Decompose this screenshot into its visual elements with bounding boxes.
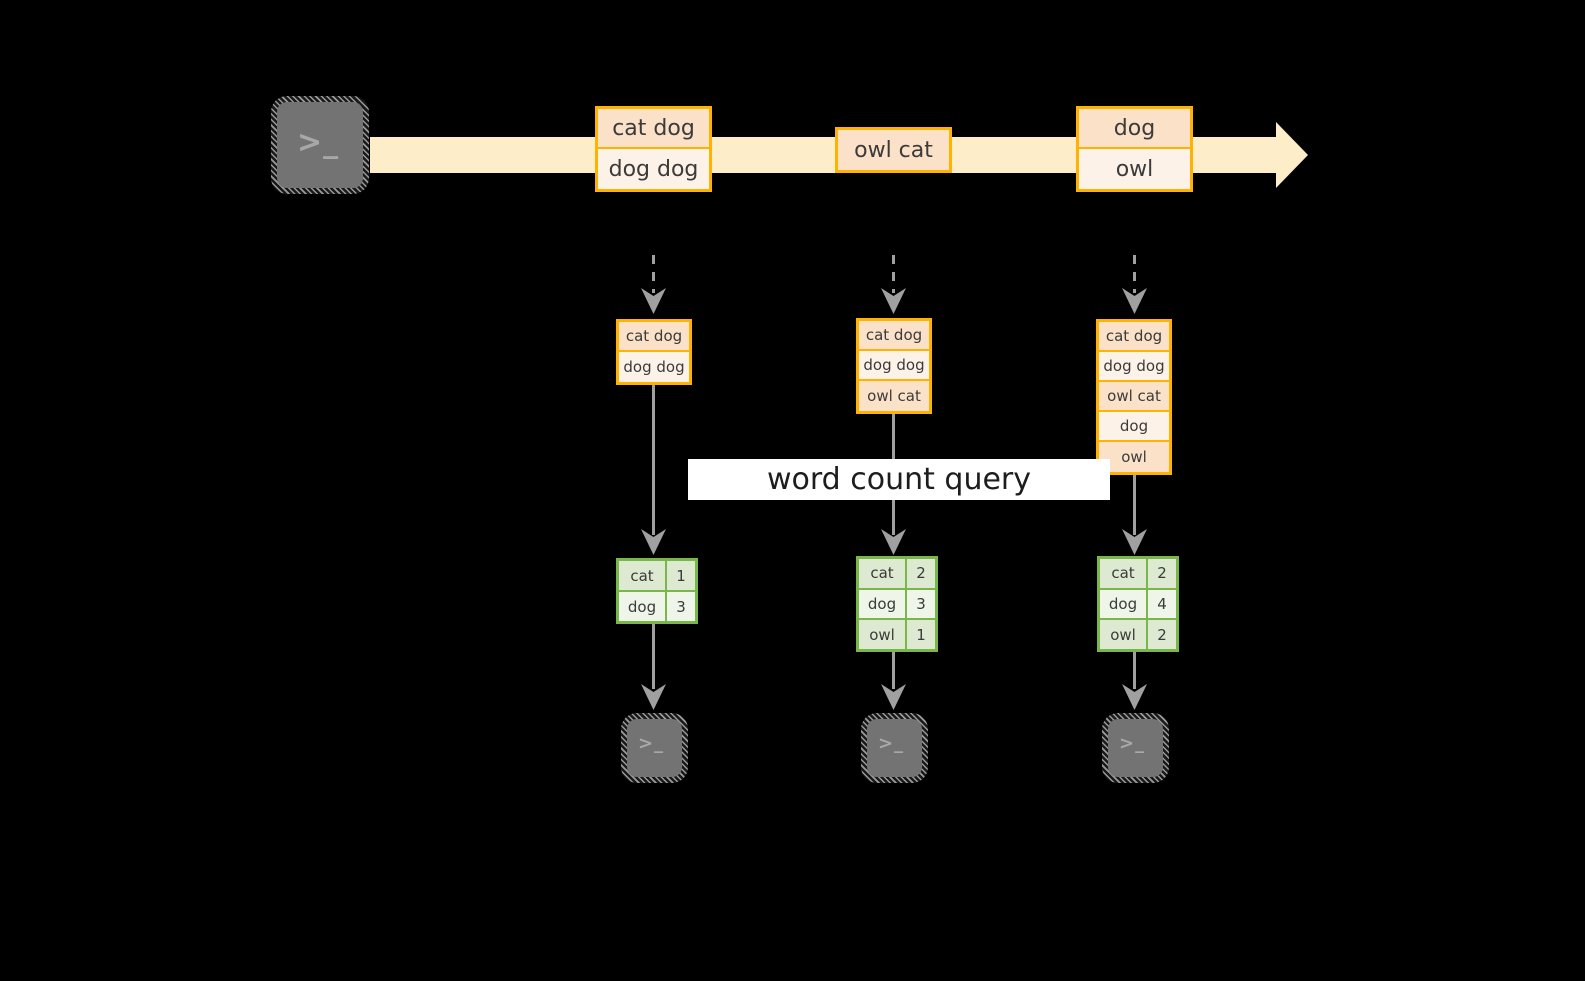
result-row: dog 4	[1100, 589, 1176, 621]
terminal-prompt-icon: >_	[1119, 733, 1146, 754]
result-row: dog 3	[619, 592, 695, 621]
terminal-prompt-icon: >_	[638, 733, 665, 754]
result-word: cat	[859, 559, 907, 588]
result-row: owl 1	[859, 620, 935, 650]
stream-event-row: dog dog	[598, 149, 709, 189]
sink-connector-1	[652, 624, 655, 689]
state-row: cat dog	[859, 321, 929, 351]
stream-event-row: owl cat	[838, 130, 949, 170]
terminal-prompt-icon: >_	[297, 125, 340, 160]
dashed-connector-1	[652, 255, 655, 293]
sink-arrowhead-2	[881, 684, 906, 710]
stream-event-batch-3[interactable]: dog owl	[1076, 106, 1193, 192]
dashed-arrowhead-2	[881, 288, 906, 314]
query-connector-3	[1133, 475, 1136, 535]
dashed-arrowhead-1	[641, 288, 666, 314]
sink-connector-2	[892, 652, 895, 689]
terminal-face	[867, 719, 922, 777]
query-arrowhead-2	[881, 529, 906, 555]
state-snapshot-3[interactable]: cat dog dog dog owl cat dog owl	[1096, 319, 1172, 475]
result-row: cat 2	[1100, 559, 1176, 590]
state-row: owl	[1099, 442, 1169, 472]
result-word: dog	[859, 589, 907, 619]
query-label-band: word count query	[688, 459, 1110, 500]
result-word: cat	[619, 561, 667, 590]
query-arrowhead-1	[641, 529, 666, 555]
state-snapshot-2[interactable]: cat dog dog dog owl cat	[856, 318, 932, 414]
result-row: dog 3	[859, 589, 935, 621]
sink-connector-3	[1133, 652, 1136, 689]
state-row: owl cat	[1099, 382, 1169, 412]
sink-terminal-2[interactable]: >_	[861, 713, 928, 783]
query-connector-1	[652, 385, 655, 535]
result-table-3[interactable]: cat 2 dog 4 owl 2	[1097, 556, 1179, 652]
state-row: dog dog	[1099, 352, 1169, 382]
stream-event-batch-1[interactable]: cat dog dog dog	[595, 106, 712, 192]
sink-arrowhead-1	[641, 684, 666, 710]
result-table-1[interactable]: cat 1 dog 3	[616, 558, 698, 624]
result-row: owl 2	[1100, 620, 1176, 650]
result-count: 2	[1148, 559, 1176, 588]
stream-event-row: cat dog	[598, 109, 709, 149]
result-count: 4	[1148, 589, 1176, 619]
result-table-2[interactable]: cat 2 dog 3 owl 1	[856, 556, 938, 652]
dashed-connector-2	[892, 255, 895, 293]
result-word: owl	[1100, 620, 1148, 650]
result-row: cat 1	[619, 561, 695, 592]
result-count: 1	[667, 561, 695, 590]
query-arrowhead-3	[1122, 529, 1147, 555]
state-row: cat dog	[619, 322, 689, 352]
stream-event-row: owl	[1079, 149, 1190, 189]
stream-event-row: dog	[1079, 109, 1190, 149]
terminal-face	[627, 719, 682, 777]
terminal-prompt-icon: >_	[878, 733, 905, 754]
state-row: dog	[1099, 412, 1169, 442]
state-row: dog dog	[619, 352, 689, 382]
result-word: owl	[859, 620, 907, 650]
stream-event-batch-2[interactable]: owl cat	[835, 127, 952, 173]
result-count: 2	[1148, 620, 1176, 650]
result-word: dog	[619, 592, 667, 621]
result-word: dog	[1100, 589, 1148, 619]
dashed-arrowhead-3	[1122, 288, 1147, 314]
stream-arrowhead	[1276, 122, 1308, 188]
result-count: 3	[907, 589, 935, 619]
source-terminal[interactable]: >_	[271, 96, 369, 194]
state-row: dog dog	[859, 351, 929, 381]
sink-arrowhead-3	[1122, 684, 1147, 710]
result-word: cat	[1100, 559, 1148, 588]
terminal-face	[1108, 719, 1163, 777]
sink-terminal-1[interactable]: >_	[621, 713, 688, 783]
dashed-connector-3	[1133, 255, 1136, 293]
result-row: cat 2	[859, 559, 935, 590]
result-count: 3	[667, 592, 695, 621]
result-count: 1	[907, 620, 935, 650]
result-count: 2	[907, 559, 935, 588]
state-snapshot-1[interactable]: cat dog dog dog	[616, 319, 692, 385]
query-label-text: word count query	[766, 462, 1032, 497]
sink-terminal-3[interactable]: >_	[1102, 713, 1169, 783]
terminal-face	[277, 102, 363, 188]
state-row: owl cat	[859, 381, 929, 411]
state-row: cat dog	[1099, 322, 1169, 352]
